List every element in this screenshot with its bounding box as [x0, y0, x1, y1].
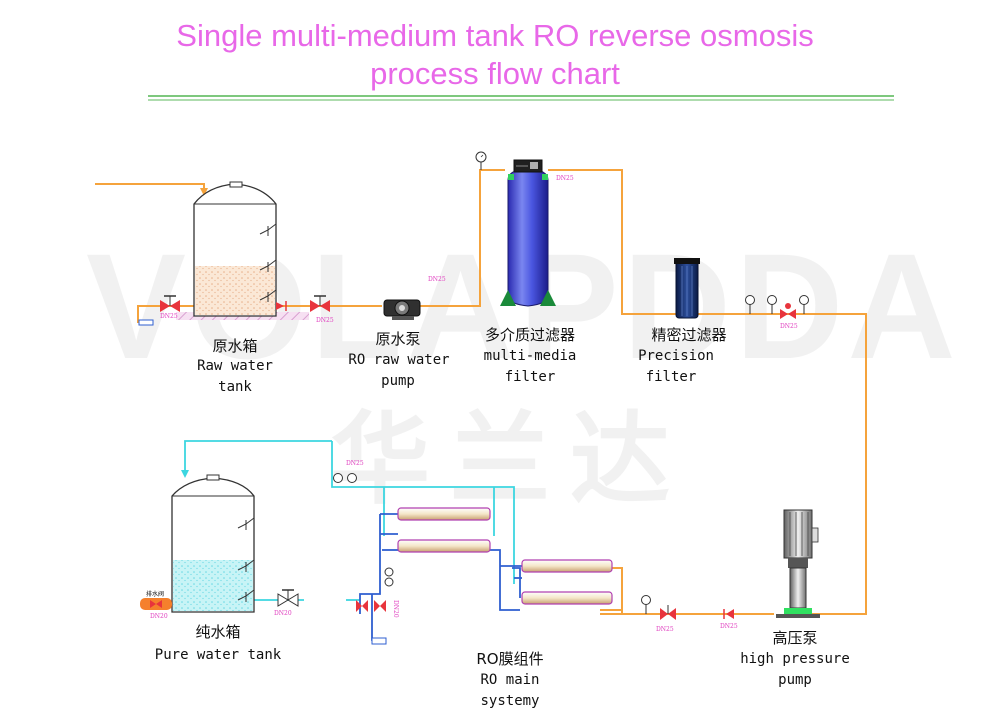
multi-media-filter	[500, 159, 556, 307]
pipe-tag: DN25	[428, 276, 446, 283]
pipe-tag: DN25	[656, 626, 674, 633]
regulating-valve[interactable]	[780, 303, 796, 319]
pure-tank-outlet-valve[interactable]	[277, 589, 299, 607]
raw-tank-label-cn: 原水箱	[212, 337, 258, 355]
pure-tank-label-cn: 纯水箱	[195, 623, 241, 641]
title-line-2: process flow chart	[370, 56, 620, 91]
pump-suction-valve[interactable]	[310, 295, 330, 312]
pipe-tag: DN25	[160, 313, 178, 320]
drain-outlet	[371, 637, 387, 645]
pure-tank-label-en: Pure water tank	[154, 647, 282, 663]
high-pressure-pump	[776, 509, 820, 618]
check-valve-icon	[276, 301, 287, 311]
mm-filter-label-cn: 多介质过滤器	[484, 326, 575, 344]
ro-system-label-en: RO main	[480, 672, 540, 688]
hp-pump-label-en: high pressure	[740, 651, 850, 667]
watermark-cn: 华兰达	[330, 401, 690, 518]
title-line-1: Single multi-medium tank RO reverse osmo…	[176, 18, 814, 53]
pipe-tag: DN25	[556, 175, 574, 182]
raw-pump-label-cn: 原水泵	[375, 330, 421, 348]
precision-filter-label-en: Precision	[638, 348, 714, 364]
pipe-tag: DN20	[150, 613, 168, 620]
inlet-arrow-icon	[200, 188, 208, 196]
concentrate-valve[interactable]	[356, 600, 386, 612]
pure-tank-drain-valve[interactable]: 排水阀	[140, 590, 172, 610]
raw-tank-outlet-valve[interactable]	[160, 295, 180, 312]
pressure-gauge-icon	[641, 595, 651, 614]
precision-filter	[674, 258, 700, 319]
hp-pump-label-cn: 高压泵	[772, 629, 818, 647]
title-rule	[148, 95, 894, 101]
raw-tank-label-en: tank	[218, 379, 252, 395]
pipe-tag: DN20	[274, 610, 292, 617]
pipe-tag: DN25	[316, 317, 334, 324]
valve-tag: 排水阀	[146, 590, 164, 598]
raw-pump-label-en: pump	[381, 373, 415, 389]
ro-system-label-en: systemy	[480, 693, 540, 709]
inlet-arrow-icon	[181, 470, 189, 478]
precision-filter-label-en: filter	[645, 369, 697, 385]
hp-inlet-valve[interactable]	[660, 605, 676, 620]
mm-filter-label-en: filter	[504, 369, 556, 385]
raw-tank-label-en: Raw water	[197, 358, 273, 374]
flow-meter-icon	[333, 473, 394, 587]
pipe-tag: DN25	[720, 623, 738, 630]
check-valve-icon	[723, 609, 734, 619]
pure-water-tank	[171, 474, 255, 613]
raw-water-tank	[176, 181, 309, 320]
raw-water-pump	[383, 299, 421, 320]
pressure-gauge-icon	[745, 295, 809, 314]
drain-outlet	[138, 319, 154, 326]
pipe-tag: DN20	[392, 600, 399, 618]
pipe-tag: DN25	[346, 460, 364, 467]
pipe-tag: DN25	[780, 323, 798, 330]
ro-membrane-vessel	[397, 507, 613, 605]
raw-pump-label-en: RO raw water	[348, 352, 450, 368]
ro-system-label-cn: RO膜组件	[476, 650, 544, 668]
pressure-gauge-icon	[475, 151, 487, 170]
precision-filter-label-cn: 精密过滤器	[651, 326, 727, 344]
mm-filter-label-en: multi-media	[483, 348, 577, 364]
hp-pump-label-en: pump	[778, 672, 812, 688]
